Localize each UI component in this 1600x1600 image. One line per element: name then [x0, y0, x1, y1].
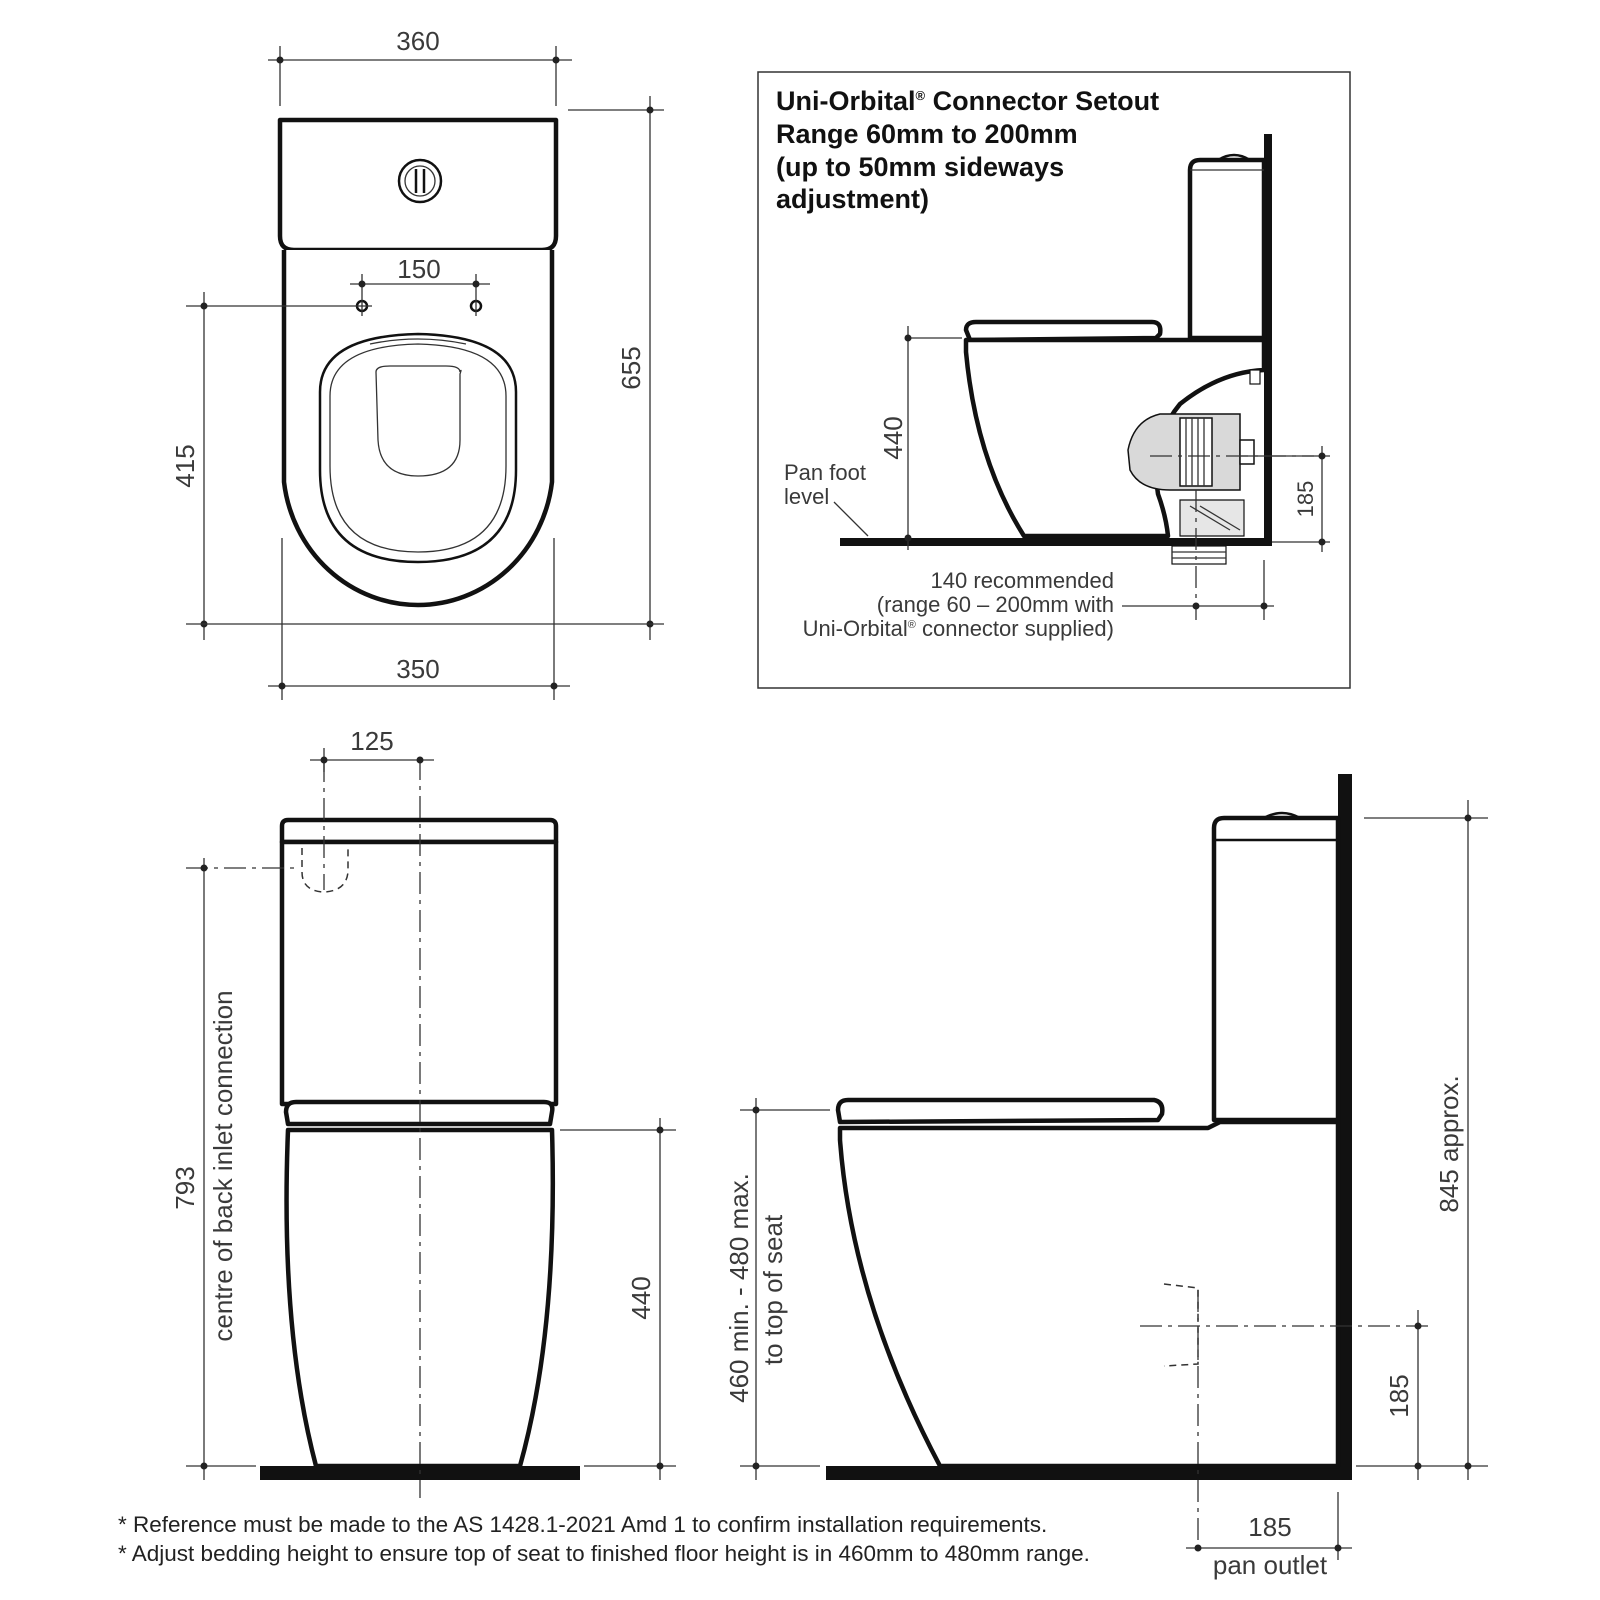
- dim-plan-width-top: 360: [396, 26, 439, 56]
- setout-title-line4: adjustment): [776, 184, 929, 214]
- front-cistern-lid: [279, 817, 559, 845]
- dim-side-outlet-height: 185: [1384, 1374, 1414, 1417]
- flush-button-icon: [397, 158, 443, 204]
- dim-hole-spacing: 150: [397, 254, 440, 284]
- plan-seat: [318, 332, 518, 564]
- rec-line2: (range 60 – 200mm with: [877, 592, 1114, 617]
- front-seat: [283, 1099, 555, 1127]
- dim-plan-width-bottom: 350: [396, 654, 439, 684]
- rec-line1: 140 recommended: [931, 568, 1114, 593]
- plan-pan: [281, 250, 555, 608]
- side-pan: [837, 1119, 1341, 1469]
- setout-title-line3: (up to 50mm sideways: [776, 152, 1064, 182]
- setout-title-line2: Range 60mm to 200mm: [776, 119, 1078, 149]
- side-view: 460 min. - 480 max. to top of seat 845 a…: [724, 774, 1488, 1580]
- setout-cistern: [1187, 157, 1267, 341]
- dim-seat-range-label: to top of seat: [758, 1214, 788, 1365]
- note-2: * Adjust bedding height to ensure top of…: [118, 1541, 1090, 1566]
- setout-panel: Uni-Orbital® Connector Setout Range 60mm…: [757, 71, 1351, 689]
- notes: * Reference must be made to the AS 1428.…: [118, 1512, 1090, 1566]
- pan-foot-label-2: level: [784, 484, 829, 509]
- setout-title-line1: Uni-Orbital® Connector Setout: [776, 86, 1159, 116]
- dim-seat-range: 460 min. - 480 max.: [724, 1173, 754, 1403]
- pan-outlet-label: pan outlet: [1213, 1550, 1328, 1580]
- setout-pan: [963, 337, 1267, 539]
- front-cistern: [279, 839, 559, 1107]
- pan-foot-label-1: Pan foot: [784, 460, 866, 485]
- setout-dim-185: 185: [1293, 481, 1318, 518]
- dim-inlet-height: 793: [170, 1166, 200, 1209]
- note-1: * Reference must be made to the AS 1428.…: [118, 1512, 1047, 1537]
- setout-connector: [1127, 369, 1261, 565]
- plan-cistern: [277, 117, 559, 253]
- dim-pan-outlet: 185: [1248, 1512, 1291, 1542]
- dim-inlet-offset: 125: [350, 726, 393, 756]
- plan-view: 360 150 655 415 350: [170, 26, 664, 700]
- setout-seat: [963, 319, 1163, 343]
- setout-dim-440: 440: [878, 416, 908, 459]
- dim-front-pan-height: 440: [626, 1276, 656, 1319]
- front-view: 125 793 centre of back inlet connection …: [170, 726, 676, 1498]
- rec-line3: Uni-Orbital® connector supplied): [803, 616, 1114, 641]
- side-seat: [835, 1097, 1165, 1125]
- dim-hole-to-front: 415: [170, 444, 200, 487]
- dim-overall-height: 845 approx.: [1434, 1075, 1464, 1212]
- side-cistern: [1211, 815, 1341, 1123]
- inlet-connection-label: centre of back inlet connection: [208, 990, 238, 1341]
- dim-plan-depth: 655: [616, 346, 646, 389]
